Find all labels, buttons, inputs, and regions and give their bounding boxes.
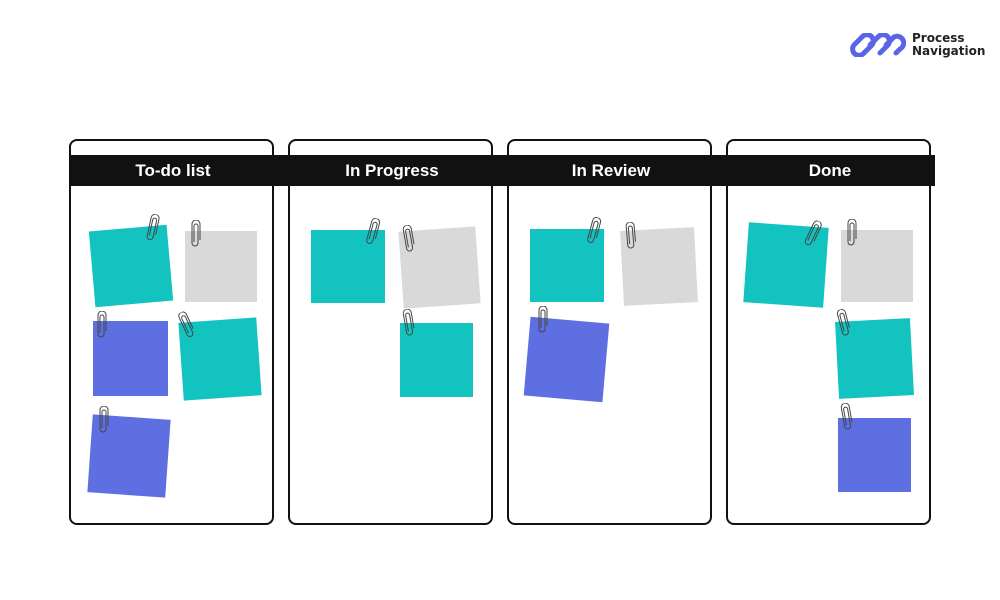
paperclip-icon	[625, 221, 637, 249]
sticky-note	[185, 231, 257, 302]
paperclip-icon	[587, 216, 602, 243]
sticky-note	[93, 321, 168, 396]
paperclip-icon	[836, 308, 850, 336]
logo-icon	[850, 33, 906, 57]
paperclip-icon	[804, 220, 822, 246]
sticky-note	[530, 229, 604, 302]
logo-line1: Process	[912, 31, 965, 45]
paperclip-icon	[97, 311, 107, 338]
column-title: In Progress	[345, 161, 439, 180]
paperclip-icon	[366, 217, 381, 244]
column-title: In Review	[571, 161, 651, 180]
paperclip-icon	[191, 220, 201, 247]
column-title: Done	[808, 161, 852, 180]
column-in-review	[507, 139, 712, 525]
sticky-note	[400, 323, 473, 397]
paperclip-icon	[840, 402, 853, 430]
paperclip-icon	[538, 306, 548, 333]
column-title: To-do list	[135, 161, 211, 180]
sticky-note	[523, 316, 610, 403]
header-band	[69, 155, 935, 186]
paperclip-icon	[402, 224, 415, 252]
column-done	[726, 139, 931, 525]
column-todo	[69, 139, 274, 525]
paperclip-icon	[146, 213, 160, 241]
paperclip-icon	[402, 308, 415, 336]
sticky-note	[838, 418, 911, 492]
paperclip-icon	[847, 219, 857, 246]
sticky-note	[841, 230, 913, 302]
sticky-note	[88, 224, 174, 308]
column-in-progress	[288, 139, 493, 525]
logo-line2: Navigation	[912, 44, 986, 58]
paperclip-icon	[178, 311, 194, 338]
paperclip-icon	[99, 406, 109, 433]
